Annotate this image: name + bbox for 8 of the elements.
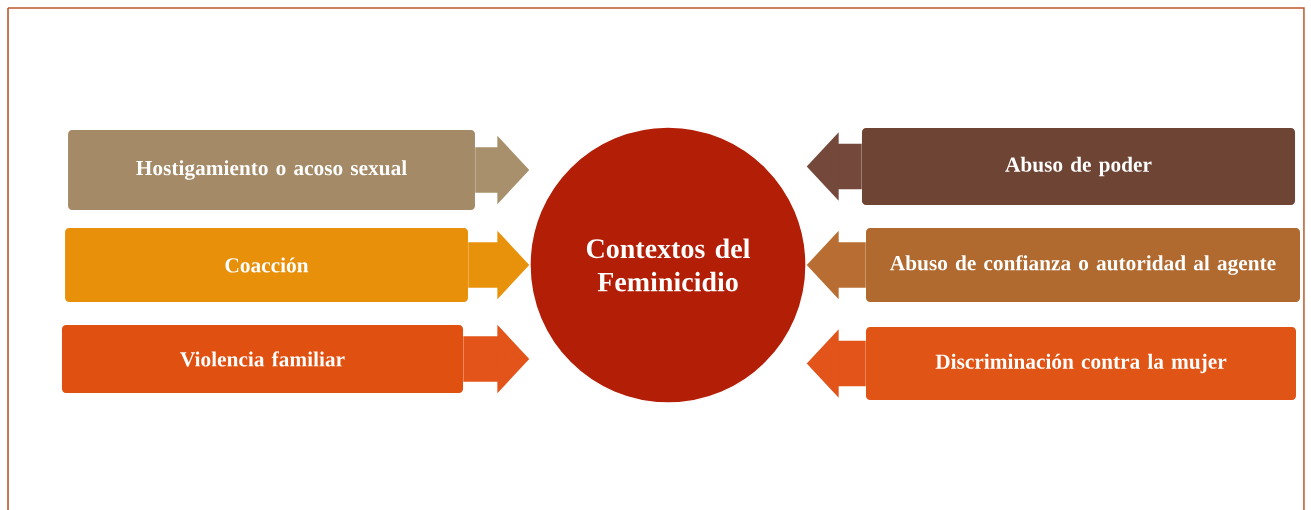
context-box: Discriminación contra la mujer [866,326,1296,400]
node-label: Discriminación contra la mujer [935,353,1227,374]
context-box: Coacción [65,228,468,302]
node-label: Coacción [225,257,309,273]
context-box: Abuso de poder [861,127,1296,206]
context-box: Hostigamiento o acoso sexual [68,130,475,210]
context-box: Abuso de confianza o autoridad al agente [866,228,1300,302]
context-box: Violencia familiar [62,325,464,393]
